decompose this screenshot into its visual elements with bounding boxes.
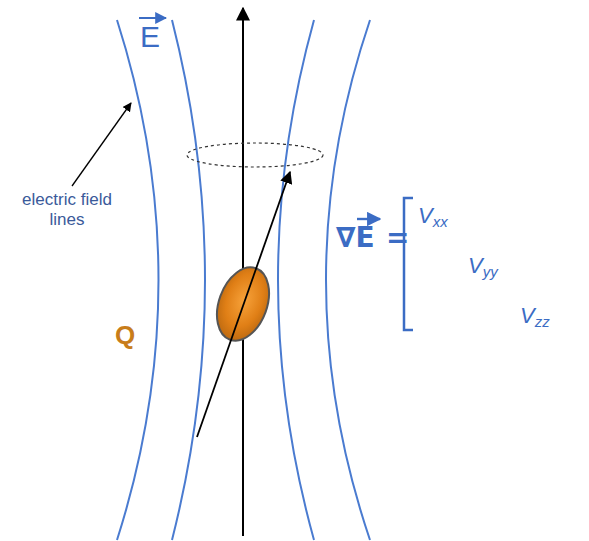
leader-arrow <box>72 103 131 186</box>
vector-arrow <box>139 17 166 19</box>
dashed-loop <box>187 143 323 167</box>
callout-text: electric field lines <box>8 190 126 229</box>
charge-label: Q <box>115 322 135 348</box>
field-line <box>278 20 314 540</box>
field-lines <box>117 20 370 540</box>
field-line <box>117 20 159 540</box>
spin-axis-arrow <box>197 172 290 437</box>
field-line <box>172 20 205 540</box>
equals-sign: = <box>386 224 409 252</box>
gradient-symbol: ∇E <box>336 224 375 252</box>
tensor-component: Vzz <box>520 305 550 327</box>
tensor-component: Vyy <box>468 255 498 277</box>
field-symbol: E <box>140 22 160 52</box>
field-line <box>326 20 370 540</box>
vector-arrow <box>357 218 380 220</box>
matrix-bracket <box>404 198 413 330</box>
tensor-component: Vxx <box>418 205 448 227</box>
